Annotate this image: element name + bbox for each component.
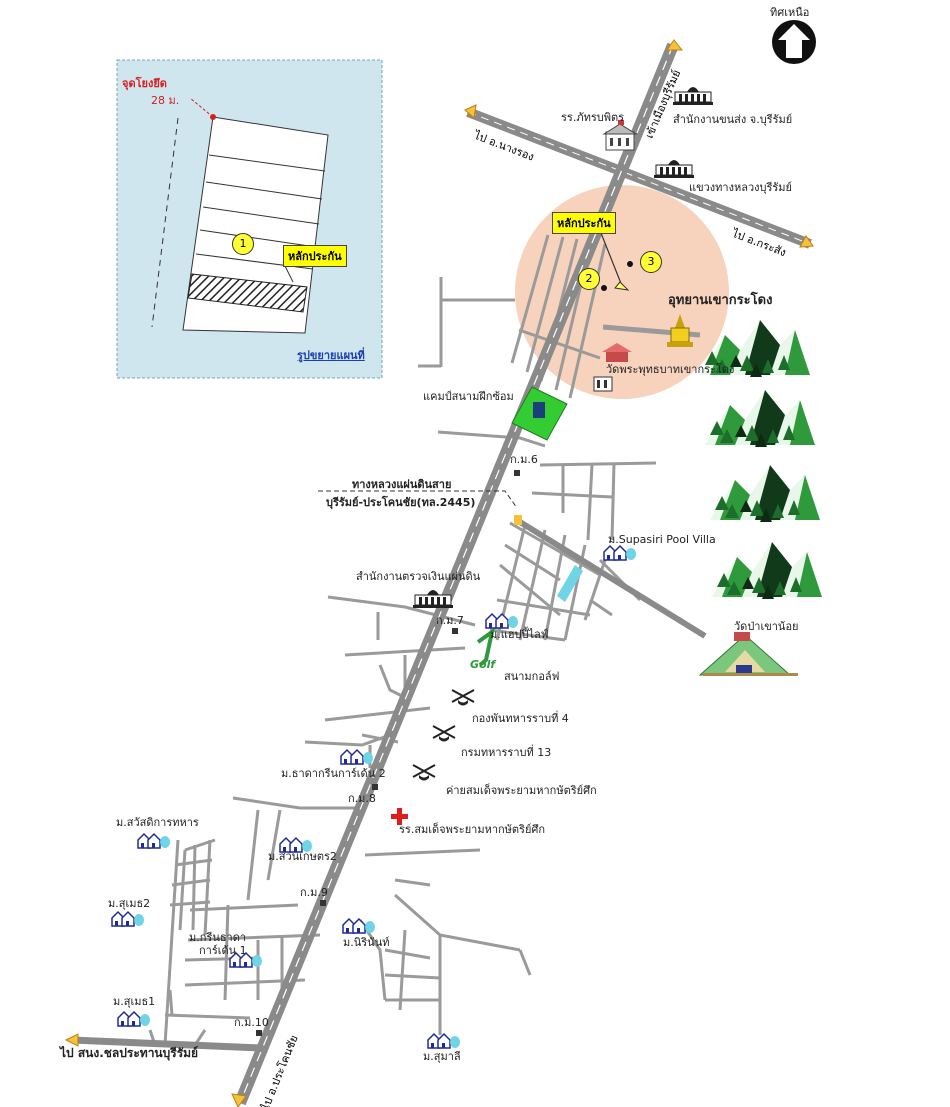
highway-office-icon [653,159,695,179]
label-km8: ก.ม.8 [348,792,376,805]
label-km7: ก.ม.7 [436,614,464,627]
regiment4-icon [451,689,475,707]
label-hospital: รร.สมเด็จพระยามหากษัตริย์ศึก [399,823,546,836]
label-school: รร.ภัทรบพิตร [561,111,625,124]
golf-icon [476,627,496,667]
label-suan-kaset: ม.สวนเกษตร2 [268,850,337,863]
label-golf-course: สนามกอล์ฟ [504,670,560,683]
highway-sign-icon [514,515,522,525]
enlarge-map-link[interactable]: รูปขยายแผนที่ [297,349,365,362]
marker-dot-3 [627,261,633,267]
ni-nan-house-icon [342,918,376,934]
label-transport-office: สำนักงานขนส่ง จ.บุรีรัมย์ [673,113,793,126]
label-green-thada1-line2: การ์เด้น 1 [199,944,247,957]
regiment13-icon [432,725,456,743]
sumet2-house-icon [111,911,145,927]
mountain-icon [710,465,820,522]
temple-icon [593,343,632,392]
label-km9: ก.ม.9 [300,886,328,899]
label-wat-pa: วัดป่าเขาน้อย [734,620,799,633]
school-icon [602,120,638,151]
label-camp: แคมป์สนามฝึกซ้อม [423,390,514,403]
label-sumet1: ม.สุเมธ1 [113,995,156,1008]
label-park: อุทยานเขากระโดง [668,293,773,308]
label-welfare: ม.สวัสดิการทหาร [116,816,199,829]
label-km10: ก.ม.10 [234,1016,269,1029]
hospital-icon [391,808,408,825]
transport-office-icon [672,86,714,106]
label-land-office: สำนักงานตรวจเงินแผ่นดิน [356,570,481,583]
welfare-house-icon [137,833,171,849]
inset-panel [116,59,383,379]
golf-logo: Golf [470,658,496,671]
mountain-icon [712,542,822,599]
sumali-house-icon [427,1033,461,1049]
km-marker-icons [256,470,520,1036]
label-highway-office: แขวงทางหลวงบุรีรัมย์ [689,181,792,194]
label-happy-life: ม.แฮปปี้ไลฟ์ [490,628,549,641]
highway-label-line1: ทางหลวงแผ่นดินสาย [352,478,452,491]
inset-parcel-pin: 1 [232,233,254,255]
label-green-thada1-line1: ม.กรีนธาดา [189,931,247,944]
collateral-tag: หลักประกัน [552,212,616,234]
label-temple-kradong: วัดพระพุทธบาทเขากระโดง [606,363,735,376]
thada2-house-icon [340,749,374,765]
inset-point-label: จุดโยงยึด [122,77,167,90]
road-label-to-irrigation: ไป สนง.ชลประทานบุรีรัมย์ [60,1046,199,1060]
north-label: ทิศเหนือ [770,6,810,19]
inset-collateral-tag: หลักประกัน [283,245,347,267]
marker-dot-2 [601,285,607,291]
label-ni-nan: ม.นิรินันท์ [343,936,390,949]
pool [557,565,583,602]
pin-2: 2 [578,268,600,290]
camp-field [511,386,568,441]
label-supasiri: ม.Supasiri Pool Villa [608,533,716,546]
label-regiment13: กรมทหารราบที่ 13 [461,746,552,759]
wat-pa-icon [698,632,798,676]
label-sumali: ม.สุมาลี [423,1050,461,1063]
mountain-icon [705,390,815,447]
highway-label-line2: บุรีรัมย์-ประโคนชัย(ทล.2445) [326,496,476,509]
camp-taksin-icon [412,764,436,782]
minor-roads [148,234,701,1047]
stupa-icon [667,314,693,347]
label-regiment4: กองพันทหารราบที่ 4 [472,712,569,725]
inset-distance: 28 ม. [151,94,180,107]
north-arrow-icon [772,20,816,64]
pin-3: 3 [640,251,662,273]
supasiri-house-icon [603,545,637,561]
label-sumet2: ม.สุเมธ2 [108,897,151,910]
sumet1-house-icon [117,1011,151,1027]
label-camp-taksin: ค่ายสมเด็จพระยามหากษัตริย์ศึก [446,784,597,797]
happy-life-house-icon [485,613,519,629]
label-km6: ก.ม.6 [510,453,538,466]
label-thada-green2: ม.ธาดากรีนการ์เด้น 2 [281,767,386,780]
